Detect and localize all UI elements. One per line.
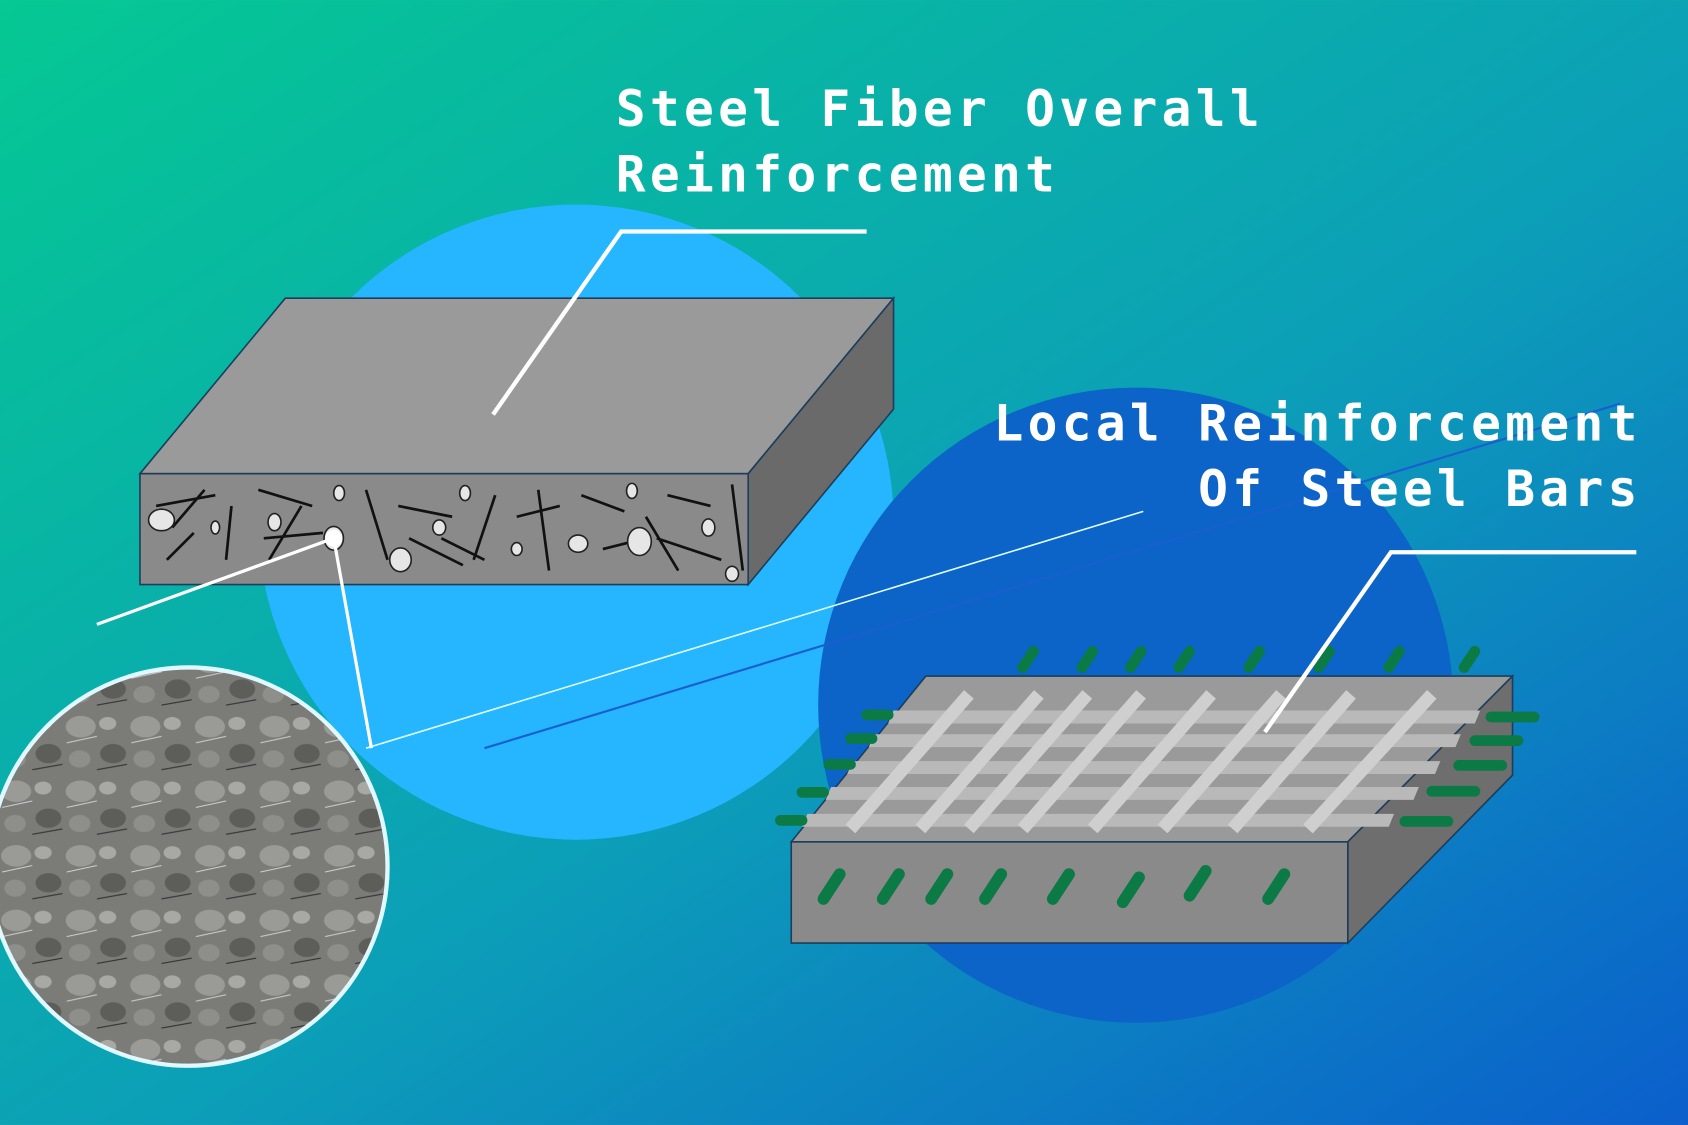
- bars-leader-line: [1263, 550, 1637, 734]
- steel-fiber-slab: [138, 295, 896, 587]
- transverse-bars: [845, 690, 1437, 834]
- bars-label-line2: Of Steel Bars: [1198, 460, 1642, 518]
- aggregate-stones: [147, 482, 740, 583]
- bars-label-line1: Local Reinforcement: [993, 394, 1641, 452]
- zoom-connector: [96, 536, 373, 749]
- concrete-closeup-photo: [0, 667, 388, 1066]
- divider-line: [365, 510, 1144, 749]
- steel-fibers: [155, 484, 745, 572]
- zoom-origin-dot: [325, 529, 343, 547]
- closeup-border: [0, 665, 390, 1068]
- fiber-label-line2: Reinforcement: [616, 146, 1060, 204]
- fiber-label-line1: Steel Fiber Overall: [616, 80, 1264, 138]
- fiber-leader-line: [491, 229, 867, 416]
- rebar-ends-top: [1017, 645, 1481, 673]
- rebar-ends-side: [775, 709, 1540, 827]
- steel-bar-slab: [775, 645, 1540, 946]
- divider-line-dark: [484, 402, 1621, 750]
- rebar-ends-front: [817, 865, 1291, 909]
